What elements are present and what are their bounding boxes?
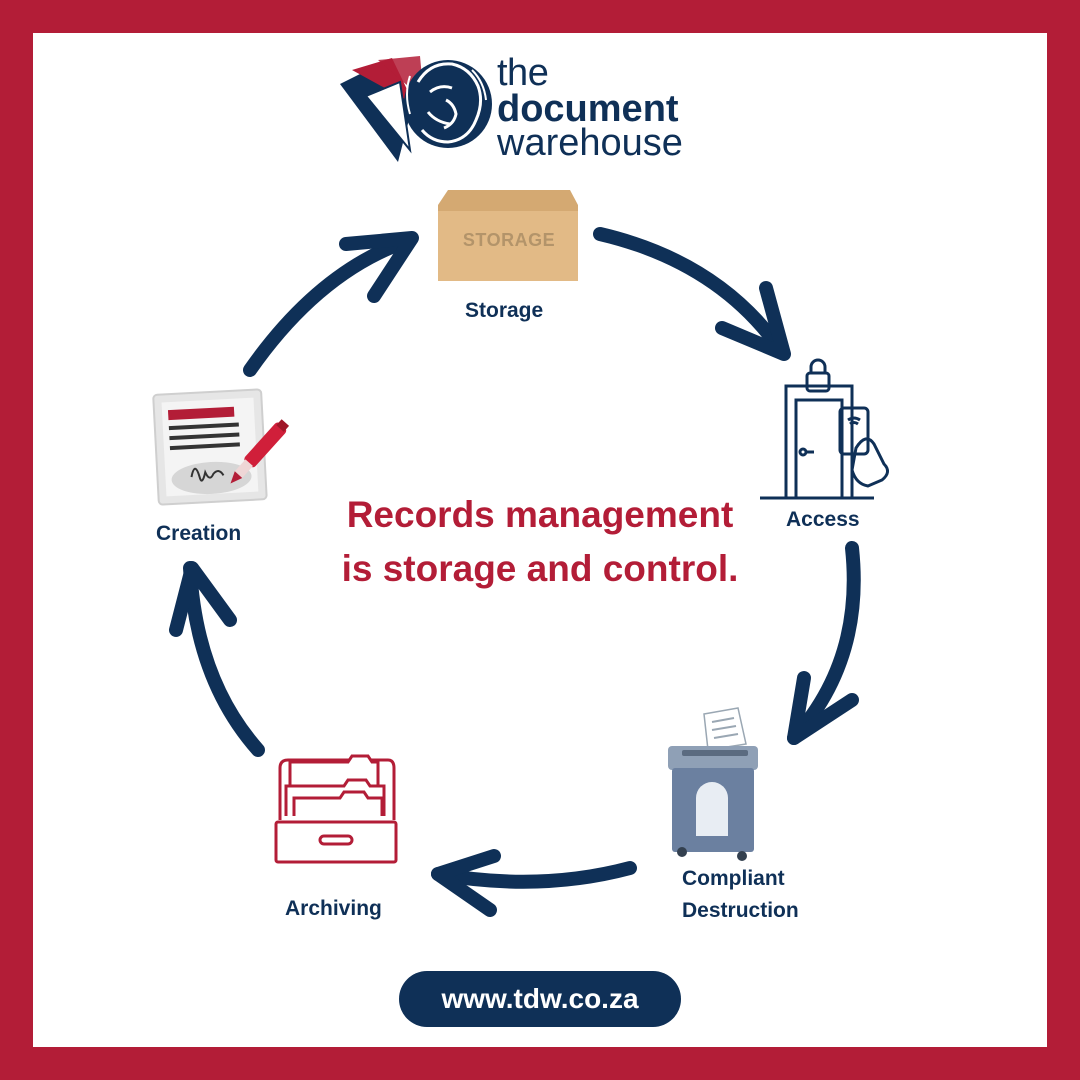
shredder-icon <box>668 707 758 861</box>
arrow-creation-to-storage <box>243 231 419 377</box>
access-label: Access <box>786 508 860 531</box>
arrow-archiving-to-creation <box>169 561 265 757</box>
brand-wordmark: the document warehouse <box>497 54 683 162</box>
brand-line-1: the <box>497 52 549 94</box>
storage-label: Storage <box>465 299 544 322</box>
storage-box-icon <box>438 190 578 281</box>
headline-line-2: is storage and control. <box>341 548 739 589</box>
arrow-destruction-to-archiving <box>431 849 637 917</box>
signed-document-icon <box>152 388 290 506</box>
destruction-label-line2: Destruction <box>682 899 799 922</box>
archiving-label: Archiving <box>285 897 382 920</box>
brand-line-2: document <box>497 88 679 130</box>
headline: Records management is storage and contro… <box>300 488 780 596</box>
storage-box-text: STORAGE <box>462 230 556 250</box>
destruction-label: Compliant Destruction <box>682 863 799 927</box>
secure-door-icon <box>760 358 889 500</box>
arrow-storage-to-access <box>593 227 791 361</box>
website-link[interactable]: www.tdw.co.za <box>399 971 681 1027</box>
destruction-label-line1: Compliant <box>682 867 785 890</box>
arrow-access-to-destruction <box>787 541 861 745</box>
brand-line-3: warehouse <box>497 122 683 164</box>
lion-logo-icon <box>340 56 492 162</box>
creation-label: Creation <box>156 522 242 545</box>
file-cabinet-icon <box>274 754 398 864</box>
headline-line-1: Records management <box>346 494 734 535</box>
